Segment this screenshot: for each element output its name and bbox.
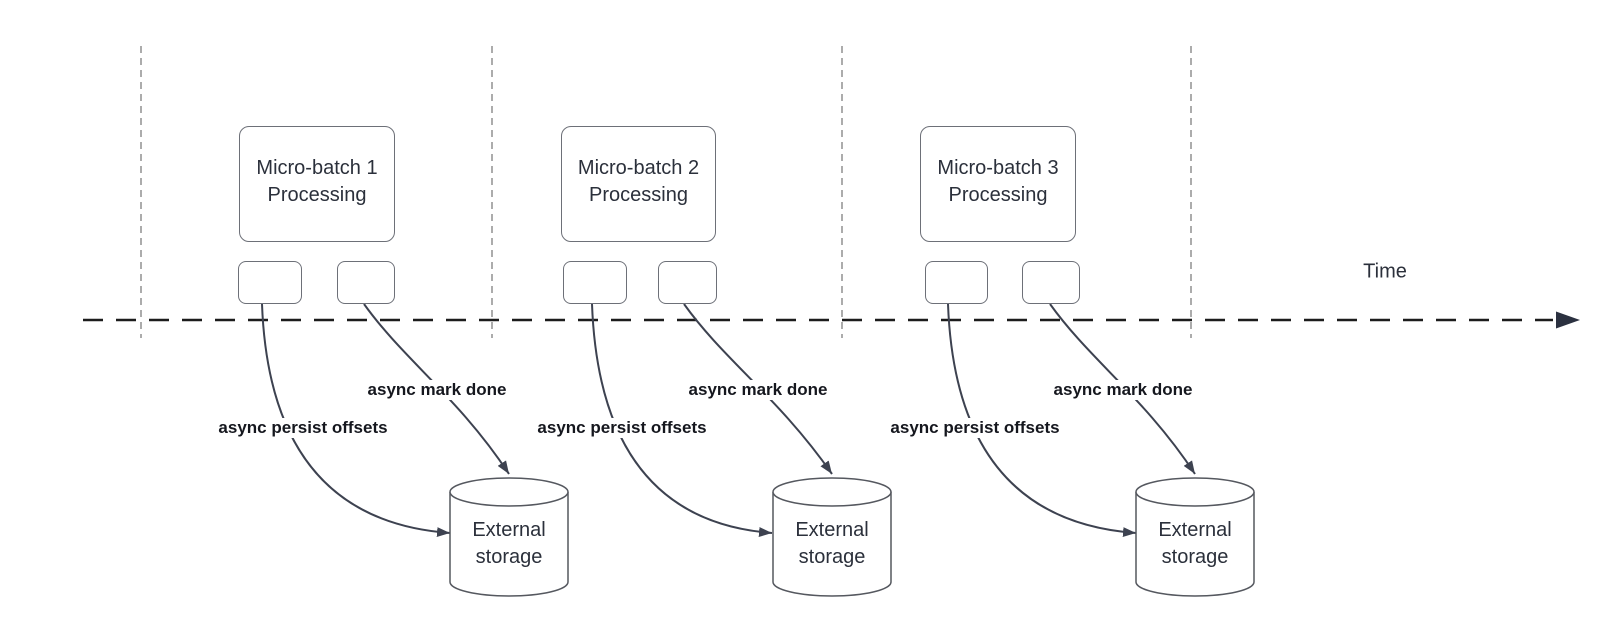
micro-batch-3-title-line1: Micro-batch 3 bbox=[937, 157, 1059, 179]
persist-offsets-task-box-3 bbox=[925, 261, 988, 304]
mark-done-task-box-3 bbox=[1022, 261, 1080, 304]
micro-batch-1-title-line2: Processing bbox=[267, 184, 367, 206]
time-axis-label: Time bbox=[1363, 260, 1407, 283]
external-storage-label-2: External storage bbox=[795, 519, 869, 568]
micro-batch-3-box: Micro-batch 3 Processing bbox=[920, 126, 1076, 242]
persist-offsets-task-box-2 bbox=[563, 261, 627, 304]
persist-offsets-task-box-1 bbox=[238, 261, 302, 304]
external-storage-label-1: External storage bbox=[472, 519, 546, 568]
micro-batch-2-title-line2: Processing bbox=[589, 184, 688, 206]
external-storage-cylinder-2 bbox=[772, 477, 892, 597]
async-persist-offsets-label-3: async persist offsets bbox=[887, 418, 1063, 438]
async-persist-arrow-1 bbox=[261, 303, 451, 538]
async-persist-offsets-label-2: async persist offsets bbox=[534, 418, 710, 438]
timeline-arrowhead-icon bbox=[1556, 311, 1580, 329]
async-mark-done-label-2: async mark done bbox=[685, 380, 831, 400]
async-mark-done-label-3: async mark done bbox=[1050, 380, 1196, 400]
external-storage-cylinder-3 bbox=[1135, 477, 1255, 597]
micro-batch-1-title-line1: Micro-batch 1 bbox=[256, 157, 378, 179]
async-persist-arrow-3 bbox=[947, 303, 1137, 538]
mark-done-task-box-1 bbox=[337, 261, 395, 304]
micro-batch-1-box: Micro-batch 1 Processing bbox=[239, 126, 395, 242]
async-mark-done-label-1: async mark done bbox=[364, 380, 510, 400]
micro-batch-2-title-line1: Micro-batch 2 bbox=[577, 157, 700, 179]
external-storage-label-3: External storage bbox=[1158, 519, 1232, 568]
async-persist-arrow-2 bbox=[591, 303, 773, 537]
external-storage-cylinder-1 bbox=[449, 477, 569, 597]
mark-done-task-box-2 bbox=[658, 261, 717, 304]
micro-batch-2-box: Micro-batch 2 Processing bbox=[561, 126, 716, 242]
micro-batch-3-title-line2: Processing bbox=[948, 184, 1048, 206]
async-persist-offsets-label-1: async persist offsets bbox=[215, 418, 391, 438]
